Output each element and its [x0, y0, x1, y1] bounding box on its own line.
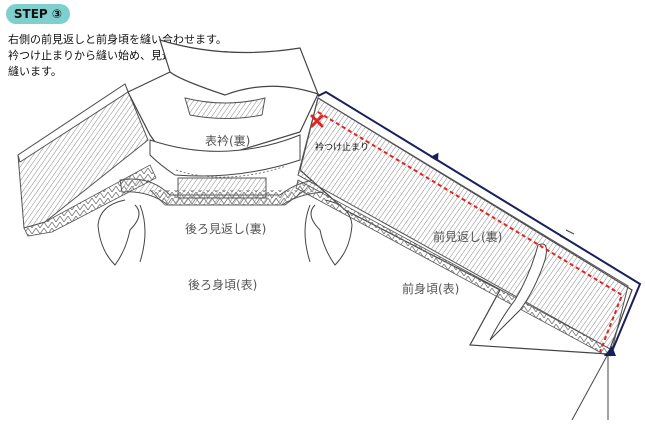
- x-mark-icon: [310, 114, 324, 128]
- label-back-facing: 後ろ見返し(裏): [185, 222, 267, 236]
- back-facing-band: [119, 177, 341, 206]
- arrow-head-icon: [430, 152, 439, 162]
- stitch-line: [317, 111, 624, 353]
- instruction-line-1: 右側の前見返しと前身頃を縫い合わせます。: [8, 33, 227, 46]
- front-body-panel: [295, 97, 633, 421]
- step-badge: STEP ③: [6, 4, 70, 24]
- label-collar-back: 表衿(裏): [205, 134, 251, 148]
- sewing-arrow: [317, 90, 642, 357]
- arrow-head-icon: [604, 346, 616, 356]
- label-back-body: 後ろ身頃(表): [188, 278, 258, 292]
- label-front-facing: 前見返し(裏): [433, 230, 503, 244]
- collar: [127, 39, 320, 178]
- label-front-body: 前身頃(表): [402, 282, 460, 296]
- instruction-line-3: 縫います。: [8, 65, 62, 78]
- label-collar-stop: 衿つけ止まり: [315, 143, 370, 153]
